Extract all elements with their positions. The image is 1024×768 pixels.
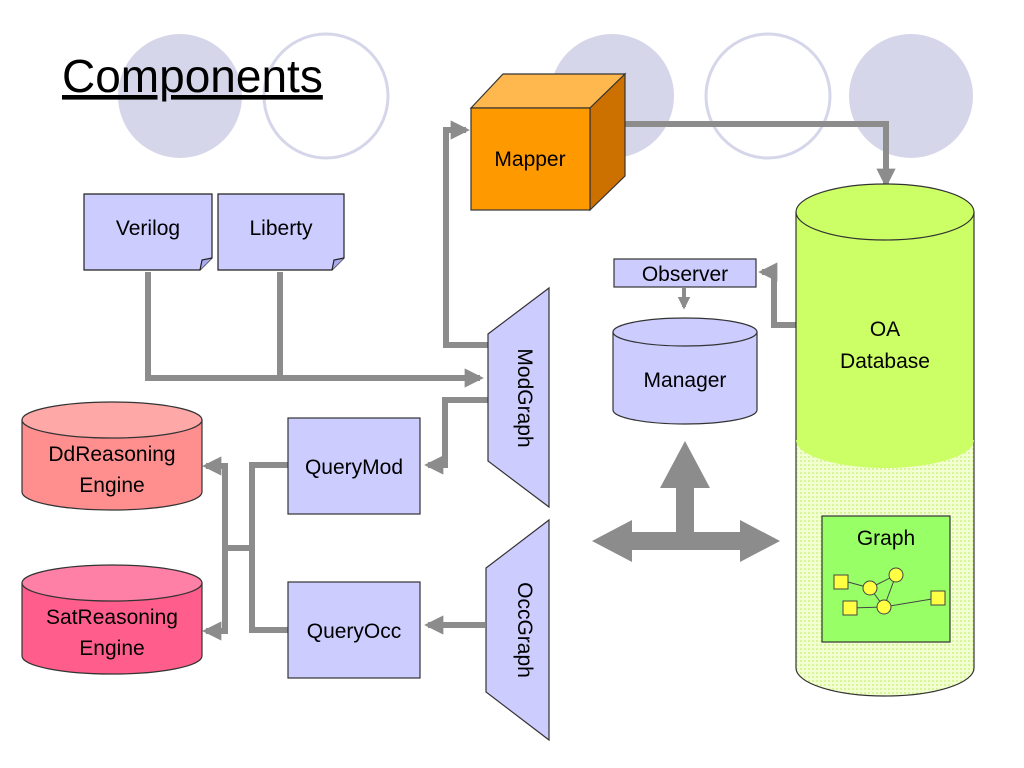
observer-node: Observer bbox=[613, 258, 757, 288]
sat-engine-label-line2: Engine bbox=[79, 637, 144, 660]
queryocc-node: QueryOcc bbox=[287, 581, 421, 679]
queryocc-label: QueryOcc bbox=[307, 620, 402, 643]
mapper-label: Mapper bbox=[494, 148, 565, 171]
liberty-label: Liberty bbox=[249, 217, 313, 240]
oa-database: OA Database Graph bbox=[795, 183, 975, 697]
dd-engine-label-line2: Engine bbox=[79, 474, 144, 497]
connector-database-observer bbox=[758, 262, 796, 328]
manager-label: Manager bbox=[644, 369, 727, 392]
decor-circle bbox=[118, 34, 242, 158]
sat-reasoning-engine: SatReasoning Engine bbox=[21, 564, 203, 675]
slide-title: Components bbox=[62, 50, 323, 102]
graph-node: Graph bbox=[821, 515, 951, 643]
manager-node: Manager bbox=[612, 317, 758, 425]
decor-circle bbox=[262, 32, 390, 160]
connector-mapper-database bbox=[625, 121, 896, 188]
graph-network-icon bbox=[833, 567, 946, 616]
querymod-label: QueryMod bbox=[305, 456, 403, 479]
verilog-node: Verilog bbox=[83, 193, 213, 271]
oa-database-label-line1: OA bbox=[870, 318, 900, 341]
connector-modgraph-querymod bbox=[424, 397, 488, 475]
connector-sat-branch bbox=[202, 548, 228, 641]
decor-circle bbox=[849, 34, 973, 158]
modgraph-label: ModGraph bbox=[513, 348, 536, 447]
connectors bbox=[145, 120, 896, 641]
oa-database-label-line2: Database bbox=[840, 350, 930, 373]
verilog-label: Verilog bbox=[116, 217, 180, 240]
connector-modgraph-mapper bbox=[443, 120, 488, 348]
dd-engine-label-line1: DdReasoning bbox=[48, 443, 175, 466]
modgraph-node: ModGraph bbox=[487, 286, 550, 509]
dd-reasoning-engine: DdReasoning Engine bbox=[21, 401, 203, 511]
liberty-node: Liberty bbox=[217, 193, 345, 271]
decor-circle bbox=[704, 32, 832, 160]
connector-verilog-modgraph bbox=[145, 272, 484, 388]
connector-querymod-bus bbox=[249, 462, 288, 633]
connector-dd-branch bbox=[202, 456, 228, 548]
occgraph-label: OccGraph bbox=[513, 582, 536, 678]
querymod-node: QueryMod bbox=[287, 417, 421, 515]
mapper-cube: Mapper bbox=[469, 72, 627, 212]
observer-label: Observer bbox=[642, 263, 728, 286]
bus-arrow bbox=[592, 441, 780, 562]
sat-engine-label-line1: SatReasoning bbox=[46, 606, 178, 629]
occgraph-node: OccGraph bbox=[485, 518, 550, 742]
graph-label: Graph bbox=[857, 527, 915, 550]
